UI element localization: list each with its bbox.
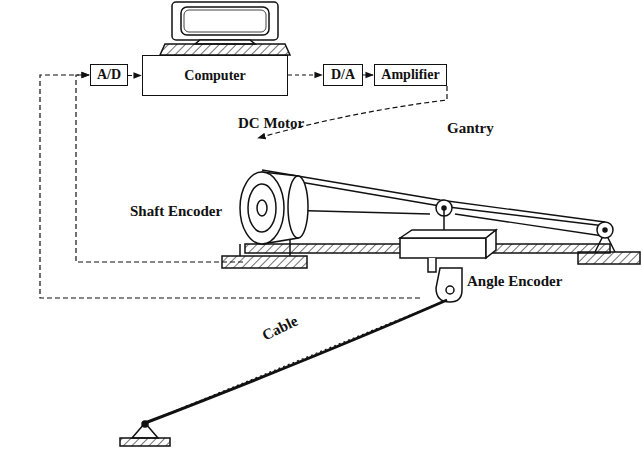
box-label: D/A — [331, 67, 355, 83]
angle-encoder — [428, 258, 462, 302]
part-label: Angle Encoder — [467, 274, 562, 289]
box-label: Amplifier — [381, 67, 439, 83]
monitor — [160, 2, 290, 55]
ground-anchor — [120, 421, 170, 446]
part-label: Shaft Encoder — [130, 204, 222, 219]
process-box: Computer — [142, 55, 288, 96]
part-label: Cable — [260, 314, 300, 344]
signal-arrow — [363, 74, 373, 75]
signal-arrow — [288, 74, 322, 75]
signal-wires — [40, 75, 447, 298]
cable — [145, 300, 447, 423]
gantry-carriage — [400, 208, 496, 258]
process-box: A/D — [90, 64, 128, 86]
belt — [262, 170, 605, 236]
signal-arrow — [128, 75, 141, 76]
part-label: DC Motor — [238, 116, 304, 131]
box-label: A/D — [97, 67, 121, 83]
process-box: Amplifier — [374, 64, 447, 86]
part-label: Gantry — [447, 121, 494, 136]
box-label: Computer — [184, 68, 245, 84]
dc-motor — [240, 172, 308, 256]
process-box: D/A — [323, 64, 363, 86]
